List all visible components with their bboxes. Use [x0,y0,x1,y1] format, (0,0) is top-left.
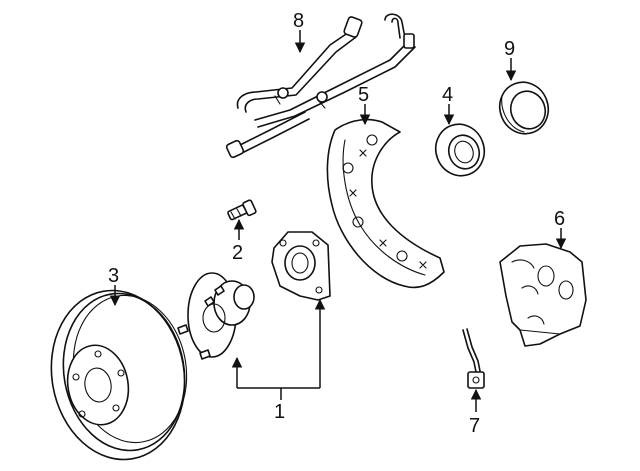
callout-7: 7 [469,415,480,437]
callout-8: 8 [293,10,304,32]
part-1-hub [177,272,255,360]
callout-2: 2 [232,242,243,264]
part-6-caliper [499,243,587,347]
part-9-seal [498,81,550,135]
part-1-knuckle [271,231,331,301]
callout-9: 9 [504,38,515,60]
part-5-splash-shield [326,118,445,289]
callout-3: 3 [108,265,119,287]
callout-5: 5 [358,84,369,106]
part-8-brake-hose [225,13,416,159]
callout-1: 1 [274,401,285,423]
callout-6: 6 [554,208,565,230]
leader-lines [109,30,567,412]
part-2-bolt [227,199,257,221]
part-3-rotor [50,289,188,461]
callout-4: 4 [442,84,453,106]
part-4-bearing [434,123,486,177]
part-7-sensor [462,328,485,389]
